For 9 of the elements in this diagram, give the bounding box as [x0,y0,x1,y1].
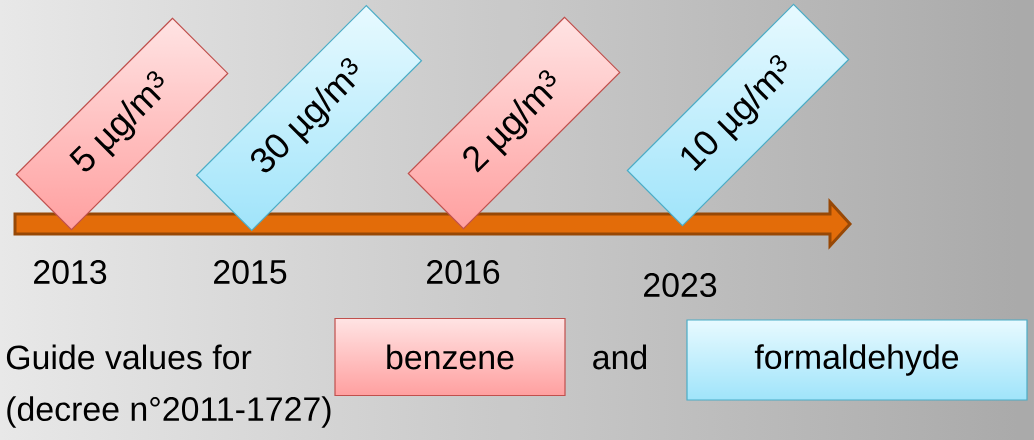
caption-text: Guide values for [6,344,252,370]
substance-box: formaldehyde [686,319,1028,401]
caption-text: and [593,344,647,370]
year-label: 2023 [644,273,717,297]
year-label: 2015 [214,260,287,284]
year-label: 2013 [34,260,107,284]
year-label: 2016 [427,260,500,284]
caption-text: (decree n°2011-1727) [7,396,331,428]
substance-box: benzene [334,317,566,397]
